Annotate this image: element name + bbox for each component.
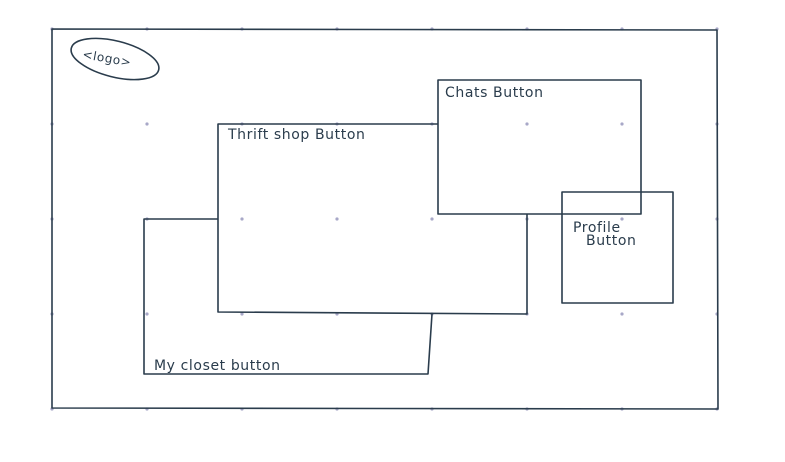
profile-button-label-line2: Button — [586, 233, 637, 249]
grid-dot — [335, 217, 339, 221]
chats-button[interactable]: Chats Button — [437, 79, 642, 215]
chats-button-label: Chats Button — [445, 85, 544, 101]
grid-dot — [145, 122, 149, 126]
logo-ellipse — [70, 37, 160, 81]
grid-dot — [240, 312, 244, 316]
outer-frame — [51, 28, 719, 410]
chats-button-frame — [437, 79, 642, 215]
grid-dot — [240, 217, 244, 221]
grid-dot — [620, 312, 624, 316]
profile-button[interactable]: Profile Button — [561, 191, 674, 304]
profile-button-frame — [561, 191, 674, 304]
thrift-shop-button-frame — [217, 123, 528, 315]
grid-dot — [430, 217, 434, 221]
my-closet-button-frame — [143, 218, 433, 375]
my-closet-button[interactable]: My closet button — [143, 218, 433, 375]
grid-dot — [525, 122, 529, 126]
logo[interactable]: <logo> — [67, 31, 163, 88]
my-closet-button-label: My closet button — [154, 358, 281, 374]
grid-dot — [620, 122, 624, 126]
grid-dot — [145, 312, 149, 316]
logo-label: <logo> — [81, 47, 132, 69]
thrift-shop-button-label: Thrift shop Button — [227, 127, 365, 143]
profile-button-label-line1: Profile — [573, 220, 621, 236]
grid-dot — [620, 217, 624, 221]
thrift-shop-button[interactable]: Thrift shop Button — [217, 123, 528, 315]
